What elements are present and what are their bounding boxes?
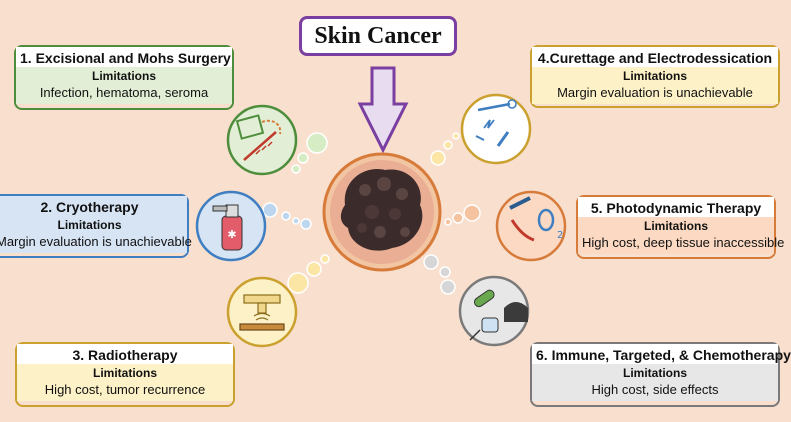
cryo-spray-icon: ✱ xyxy=(195,190,267,262)
limitations-label: Limitations xyxy=(91,69,156,83)
treatment-name: 1. Excisional and Mohs Surgery xyxy=(16,47,232,67)
pills-syringe-icon xyxy=(458,275,530,347)
limitations-label: Limitations xyxy=(643,219,708,233)
svg-text:✱: ✱ xyxy=(227,228,236,241)
limitations-label: Limitations xyxy=(92,366,157,380)
treatment-name: 6. Immune, Targeted, & Chemotherapy xyxy=(532,344,791,364)
treatment-card-photodynamic: 5. Photodynamic Therapy Limitations High… xyxy=(576,195,785,259)
limitations-text: Infection, hematoma, seroma xyxy=(39,85,209,100)
limitations-text: High cost, deep tissue inaccessible xyxy=(582,235,785,250)
limitations-label: Limitations xyxy=(622,69,687,83)
skin-lesion-icon xyxy=(322,152,442,272)
treatment-card-cryotherapy: 2. Cryotherapy Limitations Margin evalua… xyxy=(0,194,192,258)
treatment-name: 3. Radiotherapy xyxy=(17,344,233,364)
svg-text:2: 2 xyxy=(557,230,563,241)
limitations-text: High cost, side effects xyxy=(591,382,719,397)
radiation-machine-icon xyxy=(226,276,298,348)
diagram-art: ✱ 2 xyxy=(195,66,567,348)
treatment-name: 4.Curettage and Electrodessication xyxy=(532,47,778,67)
down-arrow-icon xyxy=(357,66,409,154)
limitations-label: Limitations xyxy=(622,366,687,380)
surgery-scalpel-suture-icon xyxy=(226,104,298,176)
treatment-card-radiotherapy: 3. Radiotherapy Limitations High cost, t… xyxy=(15,342,235,407)
light-oxygen-icon: 2 xyxy=(495,190,567,262)
limitations-text: High cost, tumor recurrence xyxy=(44,382,206,397)
treatment-name: 5. Photodynamic Therapy xyxy=(578,197,774,217)
treatment-name: 2. Cryotherapy xyxy=(0,196,187,216)
page-title: Skin Cancer xyxy=(299,16,457,56)
limitations-text: Margin evaluation is unachievable xyxy=(0,234,192,249)
treatment-card-surgery: 1. Excisional and Mohs Surgery Limitatio… xyxy=(14,45,234,110)
connector-bubbles xyxy=(262,132,481,295)
limitations-text: Margin evaluation is unachievable xyxy=(557,85,753,100)
limitations-label: Limitations xyxy=(57,218,122,232)
treatment-card-systemic: 6. Immune, Targeted, & Chemotherapy Limi… xyxy=(530,342,791,407)
curette-electrode-icon xyxy=(460,93,532,165)
treatment-card-curettage: 4.Curettage and Electrodessication Limit… xyxy=(530,45,780,108)
